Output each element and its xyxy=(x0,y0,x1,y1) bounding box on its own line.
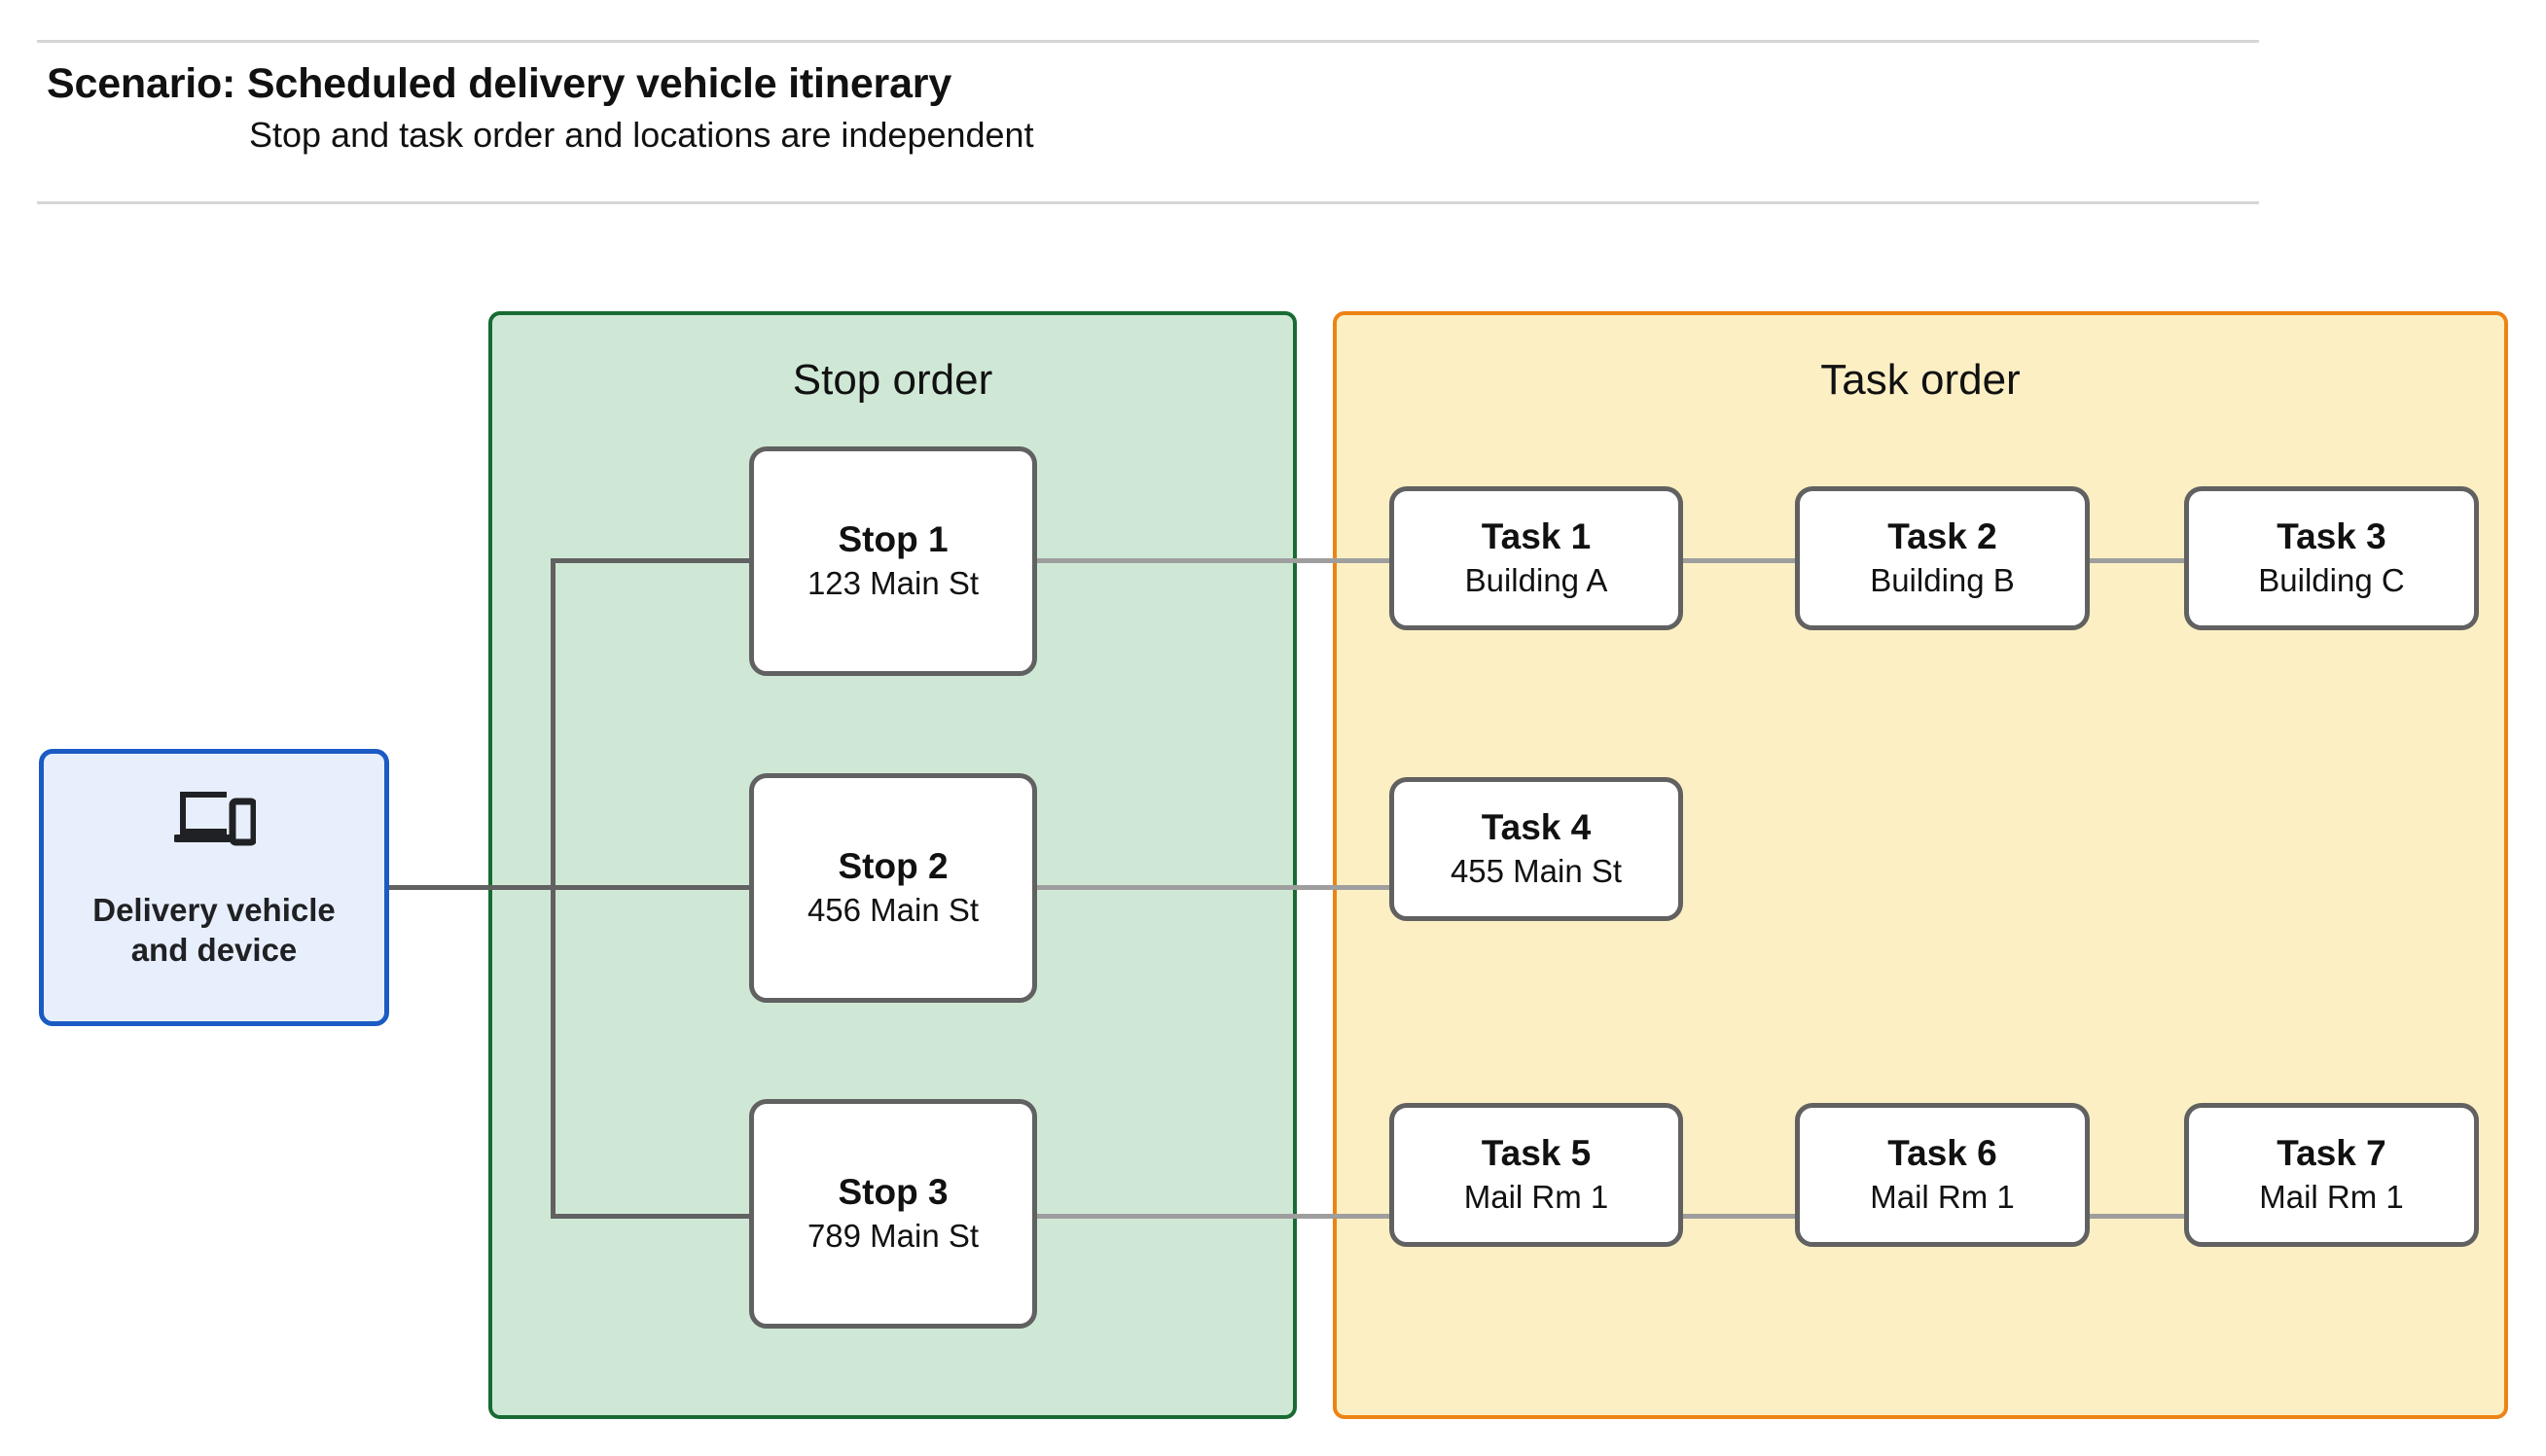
task-location: 455 Main St xyxy=(1450,853,1623,890)
stop-name: Stop 1 xyxy=(838,518,949,559)
task-location: Mail Rm 1 xyxy=(1870,1179,2015,1216)
stop-name: Stop 3 xyxy=(838,1171,949,1212)
connector-stop-1-to-task-1 xyxy=(1033,558,1393,563)
task-node-6[interactable]: Task 6 Mail Rm 1 xyxy=(1795,1103,2090,1247)
connector-trunk-to-stop-3 xyxy=(551,1214,753,1219)
task-node-7[interactable]: Task 7 Mail Rm 1 xyxy=(2184,1103,2479,1247)
connector-stop-3-to-task-5 xyxy=(1033,1214,1393,1219)
delivery-vehicle-device-node[interactable]: Delivery vehicle and device xyxy=(39,749,389,1026)
stop-location: 789 Main St xyxy=(807,1218,980,1255)
task-name: Task 4 xyxy=(1481,806,1592,847)
task-name: Task 1 xyxy=(1481,515,1592,556)
task-location: Building B xyxy=(1870,562,2015,599)
connector-device-to-trunk xyxy=(387,885,555,890)
task-name: Task 7 xyxy=(2277,1132,2386,1173)
stop-name: Stop 2 xyxy=(838,845,949,886)
task-order-title: Task order xyxy=(1820,356,2021,404)
connector-trunk-to-stop-1 xyxy=(551,558,753,563)
task-node-5[interactable]: Task 5 Mail Rm 1 xyxy=(1389,1103,1683,1247)
task-name: Task 2 xyxy=(1887,515,1997,556)
task-node-1[interactable]: Task 1 Building A xyxy=(1389,486,1683,630)
laptop-and-phone-icon xyxy=(172,788,258,853)
connector-task-6-to-task-7 xyxy=(2086,1214,2188,1219)
stop-node-2[interactable]: Stop 2 456 Main St xyxy=(749,773,1037,1003)
task-location: Building C xyxy=(2258,562,2405,599)
task-name: Task 5 xyxy=(1481,1132,1592,1173)
device-label: Delivery vehicle and device xyxy=(92,891,336,968)
task-location: Building A xyxy=(1464,562,1608,599)
connector-task-1-to-task-2 xyxy=(1679,558,1799,563)
task-location: Mail Rm 1 xyxy=(2259,1179,2404,1216)
connector-task-5-to-task-6 xyxy=(1679,1214,1799,1219)
task-name: Task 3 xyxy=(2277,515,2386,556)
header-divider-bottom xyxy=(37,201,2259,204)
task-node-2[interactable]: Task 2 Building B xyxy=(1795,486,2090,630)
header-divider-top xyxy=(37,40,2259,43)
stop-location: 456 Main St xyxy=(807,892,980,929)
connector-task-2-to-task-3 xyxy=(2086,558,2188,563)
task-location: Mail Rm 1 xyxy=(1463,1179,1609,1216)
stop-order-title: Stop order xyxy=(792,356,993,404)
stop-node-3[interactable]: Stop 3 789 Main St xyxy=(749,1099,1037,1329)
connector-stop-2-to-task-4 xyxy=(1033,885,1393,890)
task-node-4[interactable]: Task 4 455 Main St xyxy=(1389,777,1683,921)
task-name: Task 6 xyxy=(1887,1132,1997,1173)
page-title: Scenario: Scheduled delivery vehicle iti… xyxy=(47,60,952,107)
stop-node-1[interactable]: Stop 1 123 Main St xyxy=(749,446,1037,676)
connector-trunk-to-stop-2 xyxy=(551,885,753,890)
page-subtitle: Stop and task order and locations are in… xyxy=(249,115,1034,155)
task-node-3[interactable]: Task 3 Building C xyxy=(2184,486,2479,630)
stop-location: 123 Main St xyxy=(807,565,980,602)
